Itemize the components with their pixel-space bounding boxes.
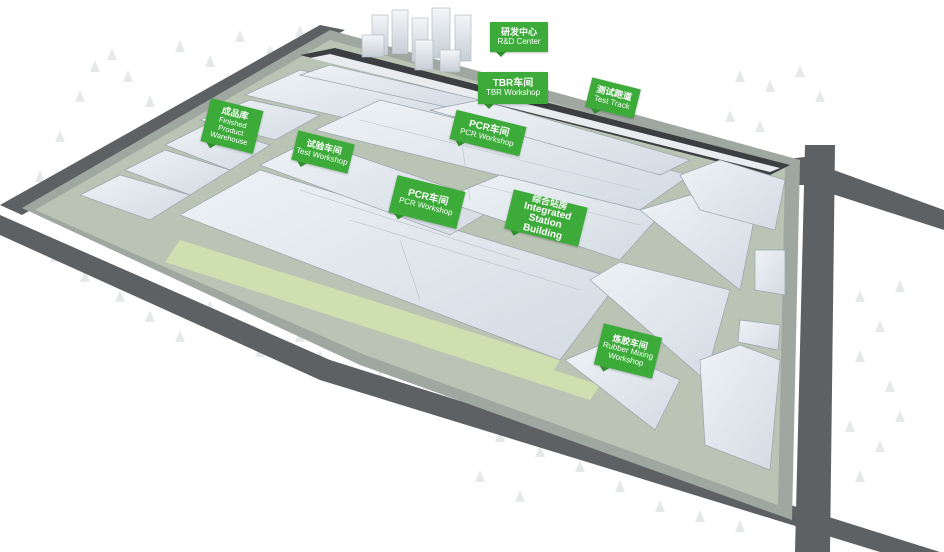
roof-lines — [299, 119, 641, 301]
rd-center-zh: 研发中心 — [500, 27, 537, 38]
rd-center-en: R&D Center — [497, 36, 541, 46]
label-rd-center: 研发中心 R&D Center — [490, 22, 548, 57]
green-belt — [420, 330, 600, 400]
rd-towers — [361, 7, 472, 73]
test-track-line — [310, 54, 780, 172]
label-tbr-workshop: TBR车间 TBR Workshop — [478, 72, 548, 109]
tbr-workshop-zh: TBR车间 — [492, 77, 534, 89]
tbr-workshop-en: TBR Workshop — [485, 88, 541, 98]
buildings — [79, 64, 786, 471]
finished-product-en: Finished Product Warehouse — [209, 114, 249, 147]
